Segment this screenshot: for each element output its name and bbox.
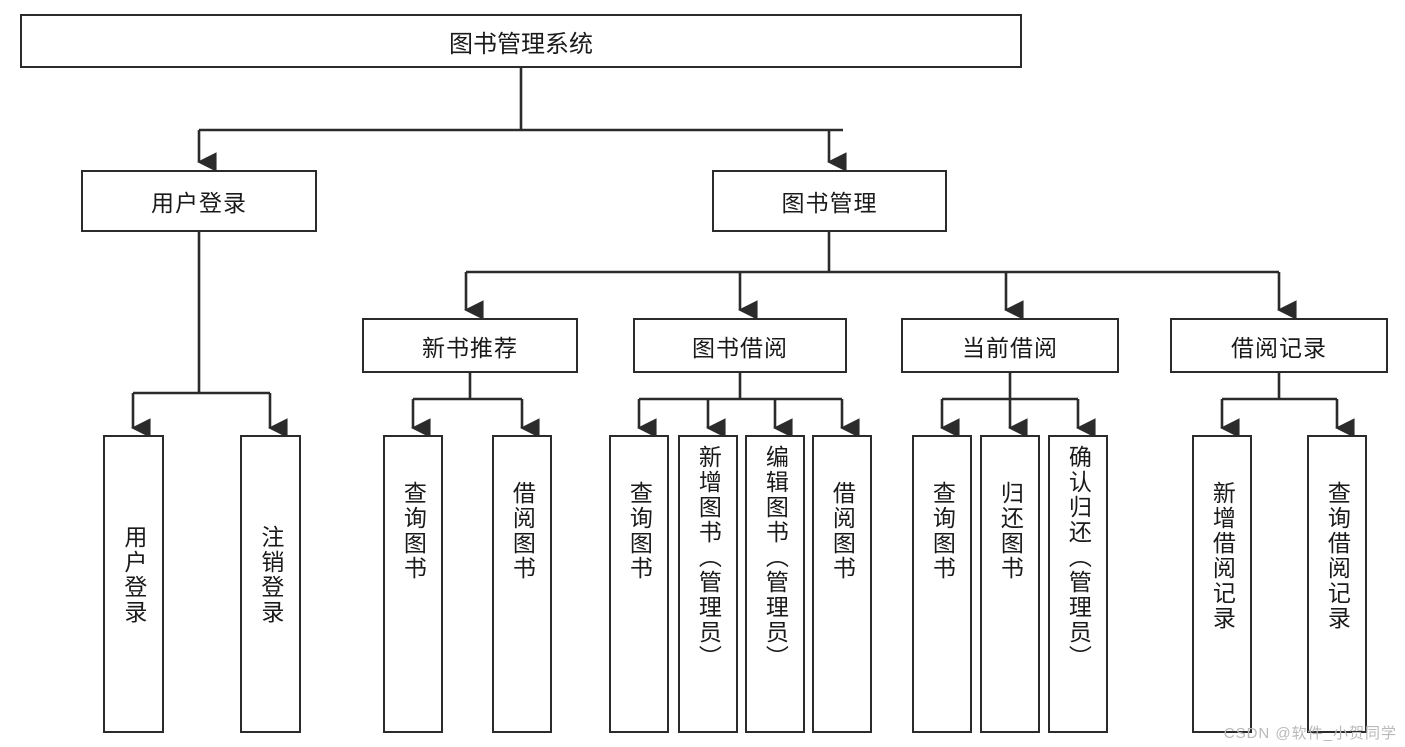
leaf-label: 归还图书 [997, 481, 1024, 581]
leaf-query-borrow-record[interactable]: 查询借阅记录 [1307, 435, 1367, 733]
leaf-add-borrow-record[interactable]: 新增借阅记录 [1192, 435, 1252, 733]
node-root[interactable]: 图书管理系统 [20, 14, 1022, 68]
leaf-confirm-return-admin[interactable]: 确认归还（管理员） [1048, 435, 1108, 733]
leaf-label: 查询图书 [626, 481, 653, 581]
watermark-text: CSDN @软件_小贺同学 [1223, 725, 1397, 742]
node-borrow-record[interactable]: 借阅记录 [1170, 318, 1388, 373]
leaf-label: 编辑图书（管理员） [762, 445, 789, 670]
leaf-query-book-borrow[interactable]: 查询图书 [609, 435, 669, 733]
leaf-label: 新增图书（管理员） [695, 445, 722, 670]
leaf-label: 注销登录 [257, 525, 284, 625]
leaf-label: 借阅图书 [509, 481, 536, 581]
leaf-label: 查询图书 [400, 481, 427, 581]
leaf-label: 查询图书 [929, 481, 956, 581]
leaf-query-book-current[interactable]: 查询图书 [912, 435, 972, 733]
leaf-label: 新增借阅记录 [1209, 481, 1236, 631]
leaf-borrow-book-recommend[interactable]: 借阅图书 [492, 435, 552, 733]
leaf-borrow-book[interactable]: 借阅图书 [812, 435, 872, 733]
node-book-management[interactable]: 图书管理 [712, 170, 947, 232]
leaf-label: 查询借阅记录 [1324, 481, 1351, 631]
leaf-return-book[interactable]: 归还图书 [980, 435, 1040, 733]
leaf-add-book-admin[interactable]: 新增图书（管理员） [678, 435, 738, 733]
node-user-login[interactable]: 用户登录 [81, 170, 317, 232]
node-book-borrow[interactable]: 图书借阅 [633, 318, 847, 373]
leaf-user-login[interactable]: 用户登录 [103, 435, 164, 733]
leaf-label: 确认归还（管理员） [1065, 445, 1092, 670]
leaf-edit-book-admin[interactable]: 编辑图书（管理员） [745, 435, 805, 733]
leaf-query-book-recommend[interactable]: 查询图书 [383, 435, 443, 733]
leaf-logout[interactable]: 注销登录 [240, 435, 301, 733]
node-new-book-recommend[interactable]: 新书推荐 [362, 318, 578, 373]
leaf-label: 借阅图书 [829, 481, 856, 581]
node-current-borrow[interactable]: 当前借阅 [901, 318, 1119, 373]
leaf-label: 用户登录 [120, 525, 147, 625]
